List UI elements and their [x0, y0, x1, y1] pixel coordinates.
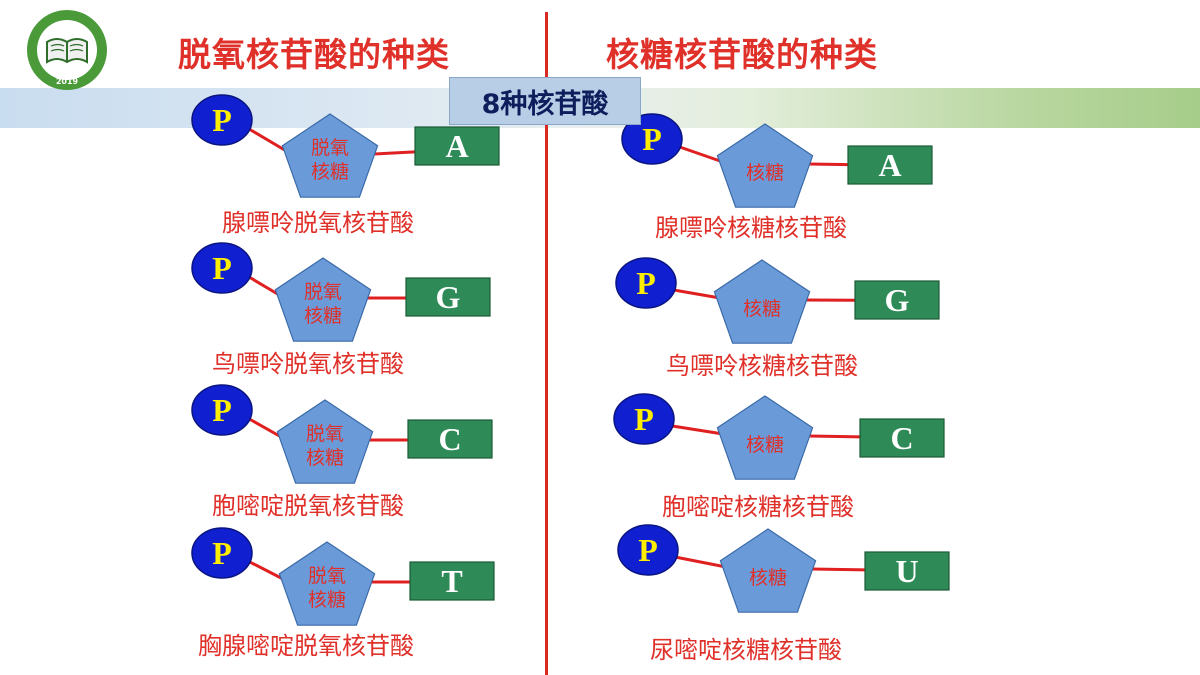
- ribo-nucleotide-name: 尿嘧啶核糖核苷酸: [650, 636, 842, 664]
- eight-nucleotides-badge: 8种核苷酸: [449, 77, 641, 125]
- phosphate-group: [191, 242, 253, 294]
- nitrogenous-base: [859, 418, 945, 458]
- phosphate-sugar-bond: [243, 272, 282, 298]
- deoxy-nucleotide-name: 胞嘧啶脱氧核苷酸: [212, 492, 404, 520]
- left-heading: 脱氧核苷酸的种类: [178, 35, 450, 74]
- deoxy-nucleotide-name: 胸腺嘧啶脱氧核苷酸: [198, 632, 414, 660]
- sugar-label: 核糖: [743, 298, 781, 320]
- phosphate-sugar-bond: [665, 423, 724, 436]
- nitrogenous-base: [407, 419, 493, 459]
- phosphate-label: P: [636, 265, 656, 301]
- nitrogenous-base: [854, 280, 940, 320]
- nitrogenous-base: [405, 277, 491, 317]
- sugar-label: 核糖: [304, 305, 342, 327]
- sugar-label: 核糖: [746, 162, 784, 184]
- phosphate-label: P: [212, 392, 232, 428]
- pentose-sugar: [274, 257, 372, 342]
- phosphate-group: [613, 393, 675, 445]
- sugar-label: 核糖: [311, 161, 349, 183]
- ribo-nucleotide-name: 胞嘧啶核糖核苷酸: [662, 493, 854, 521]
- deoxy-nucleotide-name: 腺嘌呤脱氧核苷酸: [222, 209, 414, 237]
- ribo-nucleotide-4: P 核糖 U: [617, 524, 950, 613]
- phosphate-sugar-bond: [673, 143, 724, 164]
- sugar-label: 脱氧: [304, 281, 342, 303]
- logo-year-text: 2019: [56, 77, 79, 86]
- sugar-base-bond: [811, 567, 866, 572]
- pentose-sugar: [278, 541, 376, 626]
- pentose-sugar: [716, 123, 814, 208]
- phosphate-label: P: [212, 250, 232, 286]
- ribo-nucleotide-name: 腺嘌呤核糖核苷酸: [655, 214, 847, 242]
- sugar-label: 核糖: [746, 434, 784, 456]
- nitrogenous-base: [414, 126, 500, 166]
- nitrogenous-base: [864, 551, 950, 591]
- phosphate-label: P: [634, 401, 654, 437]
- phosphate-sugar-bond: [243, 414, 284, 440]
- phosphate-sugar-bond: [669, 554, 727, 569]
- phosphate-label: P: [638, 532, 658, 568]
- phosphate-group: [191, 527, 253, 579]
- pentose-sugar: [716, 395, 814, 480]
- pentose-sugar: [713, 259, 811, 344]
- phosphate-group: [615, 257, 677, 309]
- base-label: G: [436, 279, 461, 315]
- right-heading: 核糖核苷酸的种类: [606, 35, 878, 74]
- publisher-logo-icon: 2019: [27, 10, 107, 90]
- base-label: A: [445, 128, 468, 164]
- phosphate-group: [191, 384, 253, 436]
- base-label: C: [438, 421, 461, 457]
- phosphate-label: P: [212, 535, 232, 571]
- sugar-label: 核糖: [749, 567, 787, 589]
- sugar-base-bond: [808, 434, 861, 439]
- ribo-nucleotide-2: P 核糖 G: [615, 257, 940, 344]
- pentose-sugar: [719, 528, 817, 613]
- base-label: A: [878, 147, 901, 183]
- sugar-base-bond: [373, 150, 416, 156]
- sugar-label: 核糖: [308, 589, 346, 611]
- ribo-nucleotide-3: P 核糖 C: [613, 393, 945, 480]
- deoxy-nucleotide-name: 鸟嘌呤脱氧核苷酸: [212, 350, 404, 378]
- pentose-sugar: [276, 399, 374, 484]
- sugar-label: 脱氧: [311, 137, 349, 159]
- nitrogenous-base: [847, 145, 933, 185]
- sugar-label: 核糖: [306, 447, 344, 469]
- nitrogenous-base: [409, 561, 495, 601]
- ribo-nucleotide-name: 鸟嘌呤核糖核苷酸: [666, 352, 858, 380]
- base-label: U: [895, 553, 918, 589]
- sugar-label: 脱氧: [308, 565, 346, 587]
- phosphate-group: [617, 524, 679, 576]
- base-label: G: [885, 282, 910, 318]
- base-label: C: [890, 420, 913, 456]
- sugar-base-bond: [808, 162, 849, 167]
- center-divider-line: [545, 12, 548, 675]
- sugar-label: 脱氧: [306, 423, 344, 445]
- base-label: T: [441, 563, 462, 599]
- phosphate-sugar-bond: [243, 557, 286, 582]
- phosphate-sugar-bond: [243, 124, 289, 154]
- phosphate-sugar-bond: [667, 287, 721, 300]
